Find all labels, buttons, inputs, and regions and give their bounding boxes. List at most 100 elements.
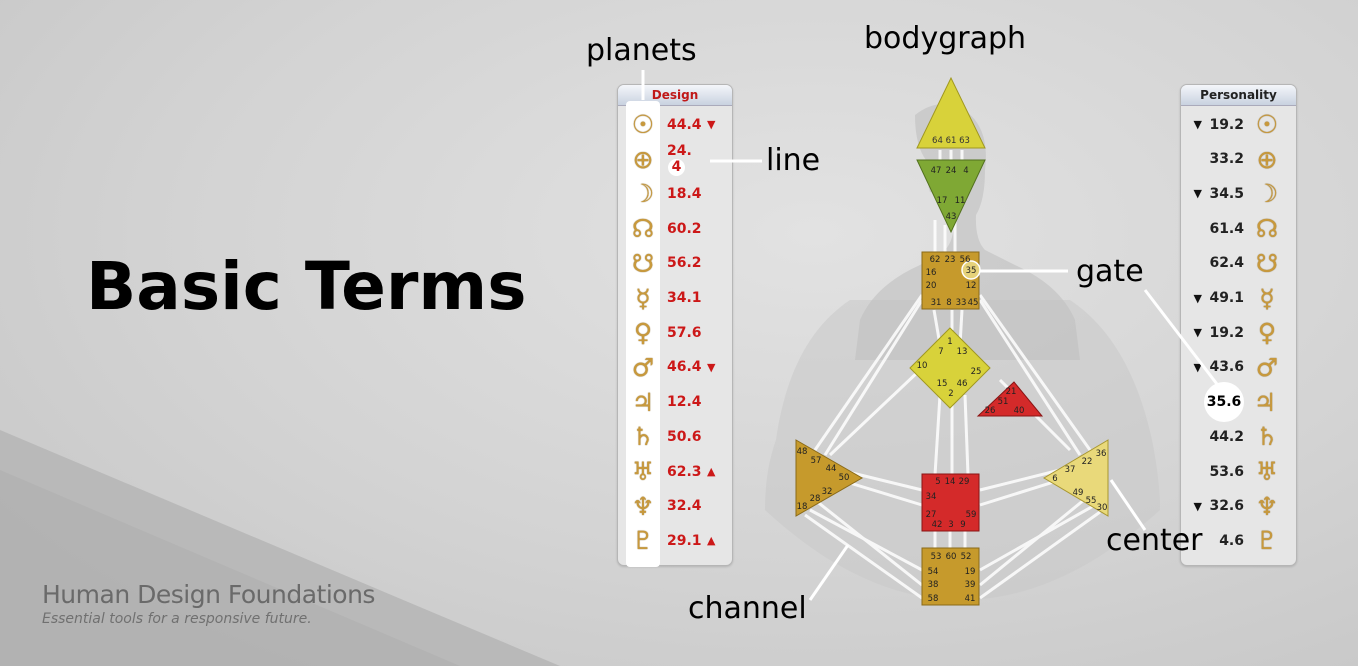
personality-arrow: ▼	[1193, 118, 1202, 131]
north-node-icon: ☊	[631, 214, 655, 244]
design-row: ☊ 60.2	[626, 211, 719, 246]
personality-row: 35.6♃	[1188, 382, 1282, 423]
brand-name: Human Design Foundations	[42, 580, 375, 609]
center-sacral: 5 14 29 34 27 59 42 3 9	[921, 473, 980, 532]
label-center: center	[1106, 523, 1203, 558]
mars-icon: ♂	[631, 352, 655, 382]
planets-highlight-strip	[626, 101, 660, 567]
gate-11: 11	[955, 196, 966, 206]
gate-25: 25	[971, 367, 982, 377]
gate-8: 8	[946, 298, 951, 308]
personality-row: ▼19.2♀	[1188, 315, 1284, 350]
design-arrow: ▲	[707, 465, 716, 478]
gate-10: 10	[917, 361, 928, 371]
label-planets: planets	[586, 33, 697, 68]
gate-48: 48	[797, 447, 808, 457]
design-arrow: ▲	[707, 534, 716, 548]
center-root: 53 60 52 54 19 38 39 58 41	[921, 547, 980, 606]
gate-58: 58	[928, 594, 939, 604]
personality-value: 33.2	[1209, 151, 1244, 168]
design-row: ☋ 56.2	[626, 246, 719, 281]
gate-36: 36	[1096, 449, 1107, 459]
personality-row: 4.6 ♇	[1188, 523, 1284, 558]
personality-value: 19.2	[1209, 116, 1244, 133]
design-row: ♆32.4	[626, 489, 719, 524]
pluto-icon: ♇	[1255, 526, 1279, 556]
design-value: 32.4	[667, 498, 702, 515]
gate-60: 60	[946, 552, 957, 562]
label-channel: channel	[688, 591, 807, 626]
gate-50: 50	[839, 473, 850, 483]
personality-arrow: ▼	[1193, 326, 1202, 340]
page-title: Basic Terms	[86, 248, 527, 325]
center-ego: 21 51 26 40	[976, 381, 1044, 417]
design-value: 18.4	[667, 185, 702, 202]
label-line: line	[766, 143, 821, 178]
earth-icon: ⊕	[632, 144, 654, 174]
design-arrow: ▼	[707, 360, 716, 374]
personality-value: 4.6	[1219, 532, 1244, 549]
personality-value: 35.6	[1204, 382, 1244, 423]
gate-43: 43	[946, 212, 957, 222]
gate-41: 41	[965, 594, 976, 604]
saturn-icon: ♄	[1255, 422, 1279, 452]
design-row: ♄50.6	[626, 419, 719, 454]
bodygraph-diagram: 64 61 63 47 24 4 17 11 43 62 23 56 16 35	[765, 76, 1160, 606]
design-header: Design	[618, 85, 732, 106]
gate-53: 53	[931, 552, 942, 562]
design-row: ☽18.4	[626, 176, 719, 211]
center-ajna: 47 24 4 17 11 43	[916, 159, 986, 234]
gate-62: 62	[930, 255, 941, 265]
gate-17: 17	[937, 196, 948, 206]
gate-49: 49	[1073, 488, 1084, 498]
gate-15: 15	[937, 379, 948, 389]
venus-icon: ♀	[633, 318, 653, 348]
gate-45: 45	[968, 298, 979, 308]
gate-56: 56	[960, 255, 971, 265]
center-spleen: 48 57 44 50 32 28 18	[795, 439, 864, 517]
personality-row: ▼19.2☉	[1188, 107, 1284, 142]
design-value: 29.1	[667, 532, 702, 549]
personality-value: 44.2	[1209, 428, 1244, 445]
personality-value: 53.6	[1209, 463, 1244, 480]
design-value: 57.6	[667, 324, 702, 341]
gate-37: 37	[1065, 465, 1076, 475]
gate-21: 21	[1006, 387, 1017, 397]
center-throat: 62 23 56 16 35 20 12 31 8 33 45	[921, 251, 981, 310]
gate-22: 22	[1082, 457, 1093, 467]
design-value: 12.4	[667, 394, 702, 411]
gate-20: 20	[926, 281, 937, 291]
gate-18: 18	[797, 502, 808, 512]
gate-35: 35	[966, 266, 977, 276]
gate-4: 4	[963, 166, 968, 176]
gate-12: 12	[966, 281, 977, 291]
design-row: ☉44.4▼	[626, 107, 719, 142]
design-value: 60.2	[667, 220, 702, 237]
gate-39: 39	[965, 580, 976, 590]
personality-value: 32.6	[1209, 498, 1244, 515]
design-value: 50.6	[667, 428, 702, 445]
gate-23: 23	[945, 255, 956, 265]
design-value: 24.4	[667, 143, 707, 176]
personality-arrow: ▼	[1193, 360, 1202, 374]
line-highlight: 4	[668, 158, 685, 176]
earth-icon: ⊕	[1256, 144, 1278, 174]
south-node-icon: ☋	[631, 248, 655, 278]
gate-24: 24	[946, 166, 957, 176]
gate-47: 47	[931, 166, 942, 176]
personality-row: 62.4☋	[1188, 246, 1284, 281]
gate-2: 2	[948, 389, 953, 399]
design-value: 56.2	[667, 255, 702, 272]
gate-46: 46	[957, 379, 968, 389]
gate-54: 54	[928, 567, 939, 577]
gate-19: 19	[965, 567, 976, 577]
gate-9: 9	[960, 520, 965, 530]
gate-52: 52	[961, 552, 972, 562]
brand-tagline: Essential tools for a responsive future.	[42, 611, 312, 627]
personality-value: 49.1	[1209, 290, 1244, 306]
north-node-icon: ☊	[1255, 214, 1279, 244]
gate-57: 57	[811, 456, 822, 466]
gate-3: 3	[948, 520, 953, 530]
personality-row: 61.4☊	[1188, 211, 1284, 246]
sun-icon: ☉	[631, 110, 655, 139]
